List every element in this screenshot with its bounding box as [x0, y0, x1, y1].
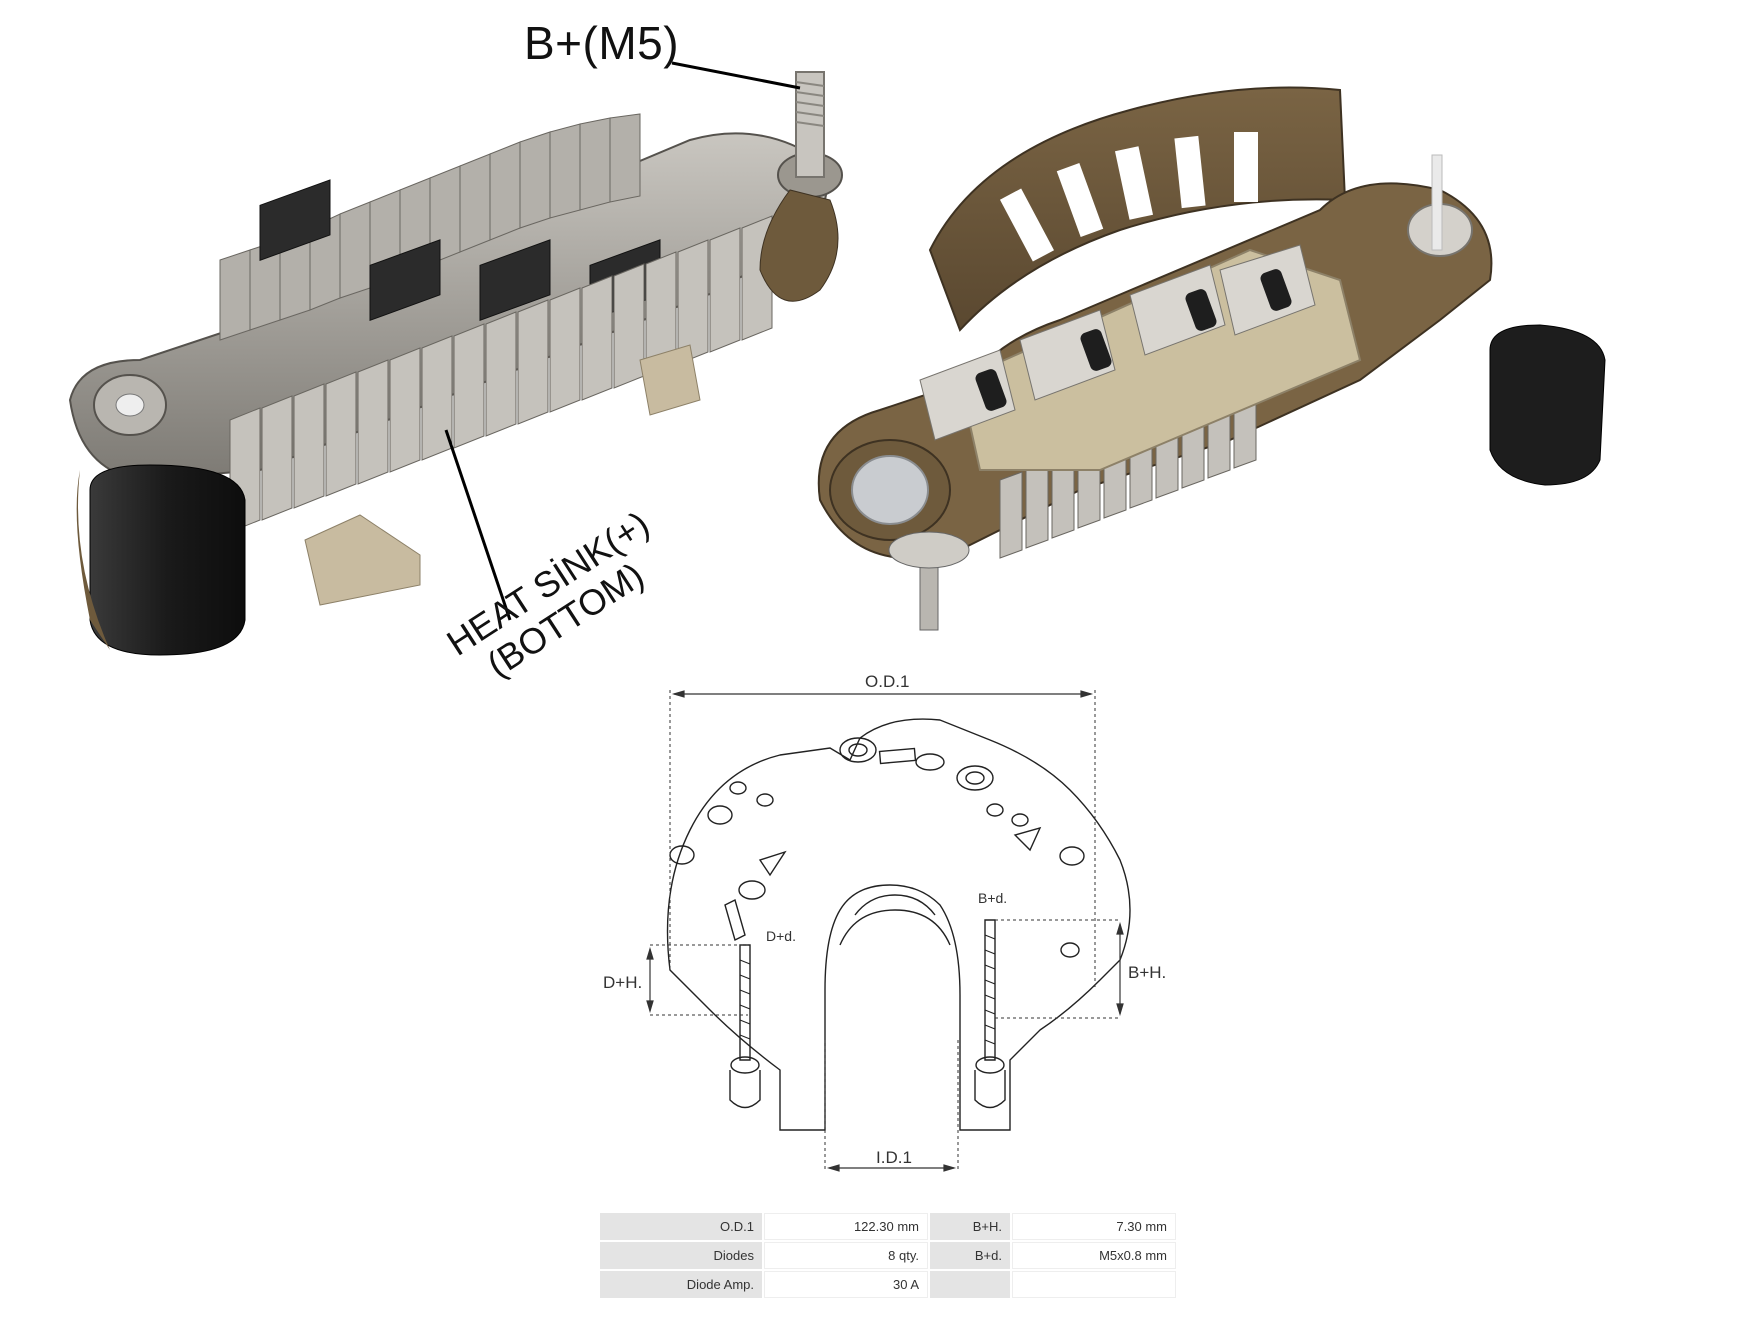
rectifier-photo-left — [68, 61, 843, 656]
rectifier-photo-right — [817, 86, 1606, 631]
spec-key: B+d. — [930, 1242, 1010, 1269]
table-row: O.D.1 122.30 mm B+H. 7.30 mm — [600, 1213, 1176, 1240]
table-row: Diodes 8 qty. B+d. M5x0.8 mm — [600, 1242, 1176, 1269]
heat-sink-leader-line — [444, 429, 512, 621]
diodes — [975, 269, 1292, 411]
table-row: Diode Amp. 30 A — [600, 1271, 1176, 1298]
technical-drawing — [646, 690, 1131, 1172]
spec-key: B+H. — [930, 1213, 1010, 1240]
b-plus-leader-line — [671, 61, 801, 90]
b-plus-h-dimension-label: B+H. — [1128, 963, 1167, 982]
shield-slots — [999, 132, 1258, 262]
spec-value: 8 qty. — [764, 1242, 928, 1269]
rubber-bushing — [89, 464, 246, 656]
spec-key — [930, 1271, 1010, 1298]
spec-key: O.D.1 — [600, 1213, 762, 1240]
d-plus-d-dimension-label: D+d. — [766, 928, 796, 944]
rear-heat-sink-fins — [219, 113, 641, 341]
cable-tie — [1431, 154, 1443, 251]
b-plus-stud — [759, 71, 843, 302]
drawing-outline — [666, 718, 1131, 1131]
insulator-tabs — [304, 344, 701, 606]
d-plus-h-dimension-label: D+H. — [603, 973, 643, 992]
spec-value: 30 A — [764, 1271, 928, 1298]
spec-value: 7.30 mm — [1012, 1213, 1176, 1240]
spec-value: 122.30 mm — [764, 1213, 928, 1240]
spec-table: O.D.1 122.30 mm B+H. 7.30 mm Diodes 8 qt… — [598, 1211, 1178, 1300]
b-plus-callout: B+(M5) — [524, 17, 680, 69]
b-plus-d-dimension-label: B+d. — [978, 890, 1008, 906]
spec-key: Diodes — [600, 1242, 762, 1269]
spec-value: M5x0.8 mm — [1012, 1242, 1176, 1269]
od-dimension-label: O.D.1 — [865, 672, 910, 691]
rubber-bushing-right — [1489, 324, 1606, 486]
id-dimension-label: I.D.1 — [876, 1148, 912, 1167]
spec-key: Diode Amp. — [600, 1271, 762, 1298]
spec-value — [1012, 1271, 1176, 1298]
